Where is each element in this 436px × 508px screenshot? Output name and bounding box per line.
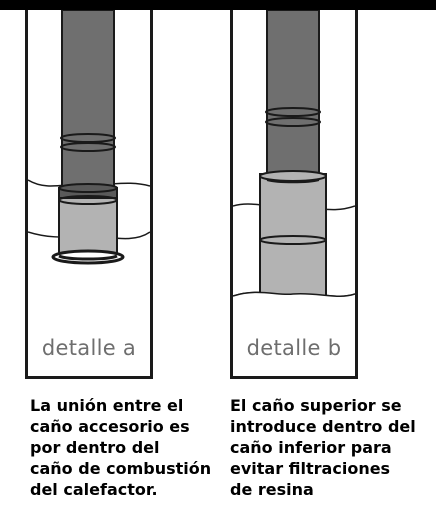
detail-a-illustration — [28, 10, 150, 265]
detail-a-panel: detalle a — [25, 10, 153, 379]
detail-b-panel: detalle b — [230, 10, 358, 379]
pipe-ring — [265, 107, 321, 117]
caption-line: caño de combustión — [30, 459, 212, 478]
caption-line: por dentro del — [30, 438, 160, 457]
detail-b-illustration — [233, 10, 355, 310]
pipe-ring — [265, 117, 321, 127]
caption-line: El caño superior se — [230, 396, 402, 415]
caption-detail-a: La unión entre el caño accesorio es por … — [30, 395, 230, 500]
lower-pipe — [259, 173, 327, 305]
caption-line: La unión entre el — [30, 396, 184, 415]
caption-line: del calefactor. — [30, 480, 158, 499]
caption-line: caño accesorio es — [30, 417, 190, 436]
pipe-joint-line — [259, 235, 327, 245]
top-bar — [0, 0, 436, 10]
upper-pipe — [61, 10, 115, 189]
upper-pipe — [266, 10, 320, 177]
caption-line: caño inferior para — [230, 438, 392, 457]
panel-label: detalle a — [41, 336, 137, 360]
base-flange — [51, 249, 125, 265]
caption-line: evitar filtraciones — [230, 459, 391, 478]
panel-label: detalle b — [246, 336, 342, 360]
lower-sleeve — [58, 197, 118, 257]
pipe-ring — [60, 142, 116, 152]
caption-line: de resina — [230, 480, 314, 499]
caption-detail-b: El caño superior se introduce dentro del… — [230, 395, 430, 500]
caption-line: introduce dentro del — [230, 417, 416, 436]
